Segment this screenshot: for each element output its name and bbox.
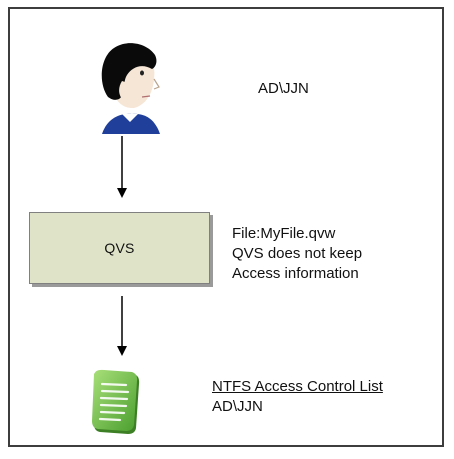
server-note-line: QVS does not keep [232, 245, 363, 262]
user-avatar-icon [92, 39, 167, 134]
document-icon [90, 368, 142, 436]
user-account-label: AD\JJN [258, 80, 309, 97]
server-note-line: Access information [232, 265, 359, 282]
acl-title: NTFS Access Control List [212, 378, 383, 395]
arrow-user-to-server [116, 136, 128, 198]
acl-entry: AD\JJN [212, 398, 263, 415]
server-note: File:MyFile.qvw QVS does not keep Access… [232, 224, 362, 284]
qvs-server-box: QVS [29, 212, 210, 284]
arrow-server-to-file [116, 296, 128, 356]
server-note-line: File:MyFile.qvw [232, 225, 336, 242]
acl-info: NTFS Access Control List AD\JJN [212, 377, 383, 417]
qvs-server-label: QVS [104, 240, 135, 256]
